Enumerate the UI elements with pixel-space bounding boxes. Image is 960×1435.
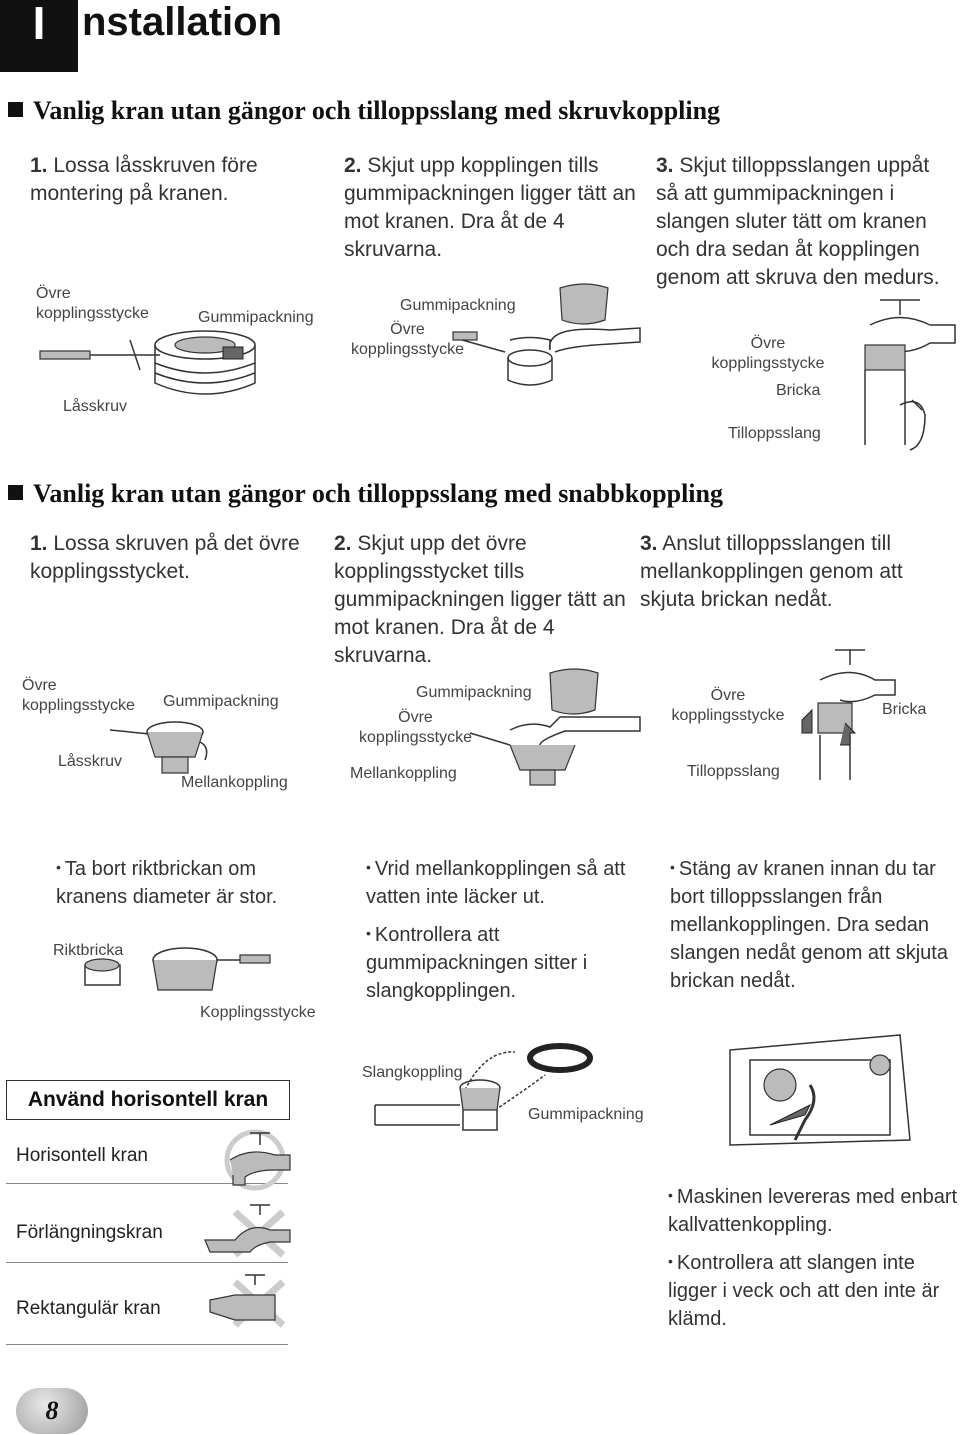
note-item: •Kontrollera att gummipackningen sitter …: [366, 919, 626, 1005]
tap-with-coupling-illustration: [452, 283, 641, 386]
bullet-dot-icon: •: [668, 1187, 673, 1203]
tap-label: Förlängningskran: [16, 1222, 163, 1243]
tap-row-rectangular: Rektangulär kran: [6, 1298, 288, 1345]
extension-tap-icon: [204, 1204, 291, 1258]
square-bullet-icon: [8, 485, 23, 500]
tap-row-horizontal: Horisontell kran: [6, 1143, 288, 1184]
coupling-illustration: [39, 330, 256, 395]
bullet-dot-icon: •: [366, 925, 371, 941]
s2-step2: 2. Skjut upp det övre kopplingsstycket t…: [334, 530, 634, 670]
bottom-notes: •Maskinen levereras med enbart kallvatte…: [668, 1181, 958, 1333]
step-number: 2.: [334, 532, 352, 555]
note-item: •Vrid mellankopplingen så att vatten int…: [366, 853, 626, 911]
section-title-1: Vanlig kran utan gängor och tilloppsslan…: [8, 96, 720, 126]
s2-step3: 3. Anslut tilloppsslangen till mellankop…: [640, 530, 940, 614]
label-gasket: Gummipackning: [163, 693, 279, 710]
hose-coupling-illustration: [374, 1043, 593, 1131]
step-text: Lossa skruven på det övre kopplingsstyck…: [30, 532, 300, 583]
label-adapter: Mellankoppling: [350, 765, 457, 782]
label-gasket: Gummipackning: [528, 1106, 644, 1123]
note-text: Kontrollera att gummipackningen sitter i…: [366, 924, 588, 1002]
section-title-1-text: Vanlig kran utan gängor och tilloppsslan…: [33, 96, 721, 125]
tap-with-hose-illustration: [864, 299, 956, 451]
horizontal-tap-icon: [224, 1129, 291, 1191]
label-upper-coupling: Övre kopplingsstycke: [671, 687, 785, 724]
tap-label: Rektangulär kran: [16, 1298, 161, 1319]
bullet-dot-icon: •: [56, 859, 61, 875]
guide-washer-illustration: [84, 947, 271, 991]
bullet-dot-icon: •: [366, 859, 371, 875]
rectangular-tap-icon: [209, 1274, 286, 1328]
note-text: Stäng av kranen innan du tar bort tillop…: [670, 858, 948, 992]
label-gasket: Gummipackning: [198, 309, 314, 326]
label-washer: Bricka: [882, 701, 927, 718]
label-upper-coupling: Övre kopplingsstycke: [36, 285, 149, 322]
page-title: nstallation: [82, 0, 283, 44]
label-adapter: Mellankoppling: [181, 774, 288, 791]
step-number: 2.: [344, 154, 362, 177]
section-title-2: Vanlig kran utan gängor och tilloppsslan…: [8, 479, 723, 509]
note-text: Maskinen levereras med enbart kallvatten…: [668, 1186, 958, 1236]
section-title-2-text: Vanlig kran utan gängor och tilloppsslan…: [33, 479, 723, 508]
page-number: 8: [16, 1388, 88, 1434]
tap-with-quick-coupling-illustration: [469, 668, 641, 786]
tap-row-extension: Förlängningskran: [6, 1222, 288, 1263]
step-number: 1.: [30, 532, 48, 555]
label-washer: Bricka: [776, 382, 821, 399]
bullet-dot-icon: •: [670, 859, 675, 875]
step-text: Anslut tilloppsslangen till mellankoppli…: [640, 532, 903, 611]
step-text: Skjut tilloppsslangen uppåt så att gummi…: [656, 154, 940, 289]
label-hose: Tilloppsslang: [728, 425, 821, 442]
label-gasket: Gummipackning: [416, 684, 532, 701]
note-text: Vrid mellankopplingen så att vatten inte…: [366, 858, 626, 908]
label-upper-coupling: Övre kopplingsstycke: [711, 335, 825, 372]
horizontal-tap-title: Använd horisontell kran: [6, 1080, 290, 1120]
label-coupling: Kopplingsstycke: [200, 1004, 316, 1021]
label-lock-screw: Låsskruv: [63, 398, 128, 415]
label-upper-coupling: Övre kopplingsstycke: [22, 677, 135, 714]
s1-step3: 3. Skjut tilloppsslangen uppåt så att gu…: [656, 152, 956, 292]
washing-machine-back-illustration: [729, 1034, 911, 1146]
tap-with-hose-quick-illustration: [801, 649, 896, 780]
note-col2: •Vrid mellankopplingen så att vatten int…: [366, 853, 626, 1005]
note-item: •Kontrollera att slangen inte ligger i v…: [668, 1247, 958, 1333]
s1-step1: 1. Lossa låsskruven före montering på kr…: [30, 152, 290, 208]
label-gasket: Gummipackning: [400, 297, 516, 314]
s1-step2: 2. Skjut upp kopplingen tills gummipackn…: [344, 152, 636, 264]
tap-label: Horisontell kran: [16, 1145, 148, 1166]
label-upper-coupling: Övre kopplingsstycke: [359, 709, 472, 746]
step-text: Lossa låsskruven före montering på krane…: [30, 154, 258, 205]
note-col3: •Stäng av kranen innan du tar bort tillo…: [670, 853, 960, 995]
label-guide-washer: Riktbricka: [53, 942, 124, 959]
note-text: Kontrollera att slangen inte ligger i ve…: [668, 1252, 940, 1330]
step-number: 3.: [640, 532, 658, 555]
step-text: Skjut upp kopplingen tills gummipackning…: [344, 154, 636, 261]
step-number: 1.: [30, 154, 48, 177]
square-bullet-icon: [8, 102, 23, 117]
note-item: •Maskinen levereras med enbart kallvatte…: [668, 1181, 958, 1239]
note-text: Ta bort riktbrickan om kranens diameter …: [56, 858, 278, 908]
label-hose-coupling: Slangkoppling: [362, 1064, 463, 1081]
note-col1: •Ta bort riktbrickan om kranens diameter…: [56, 853, 316, 911]
step-number: 3.: [656, 154, 674, 177]
header-initial: I: [0, 0, 78, 72]
step-text: Skjut upp det övre kopplingsstycket till…: [334, 532, 626, 667]
label-lock-screw: Låsskruv: [58, 753, 123, 770]
s2-step1: 1. Lossa skruven på det övre kopplingsst…: [30, 530, 320, 586]
label-hose: Tilloppsslang: [687, 763, 780, 780]
label-upper-coupling: Övre kopplingsstycke: [351, 321, 464, 358]
bullet-dot-icon: •: [668, 1253, 673, 1269]
quick-coupling-illustration: [109, 721, 208, 774]
